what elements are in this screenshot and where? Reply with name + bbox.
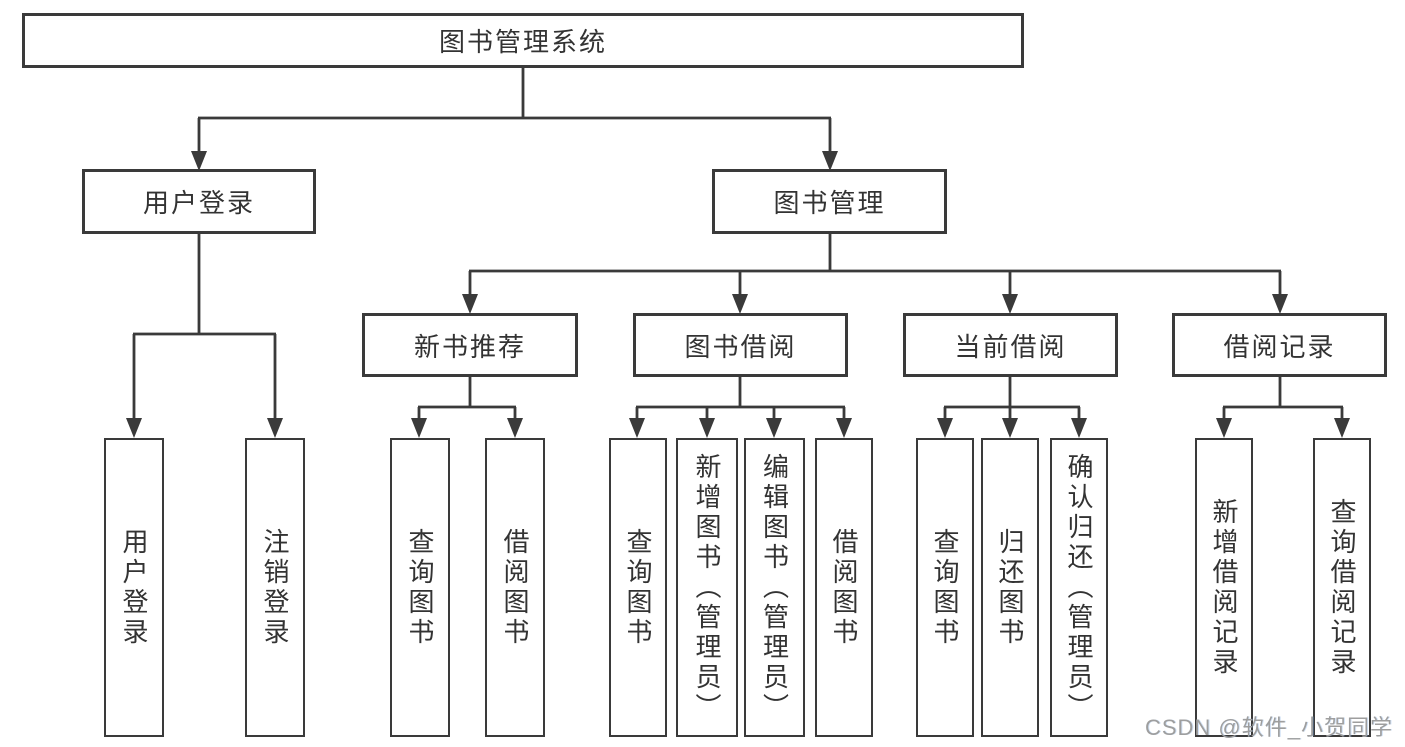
leaf-label: 确认归还（管理员）: [1064, 452, 1094, 723]
connector-current-borrow-to-leaves: [937, 377, 1087, 438]
leaf-edit-books-admin: 编辑图书（管理员）: [744, 438, 805, 737]
connector-user-login-to-leaves: [126, 234, 283, 438]
leaf-label: 借阅图书: [500, 527, 530, 648]
leaf-confirm-return-admin: 确认归还（管理员）: [1050, 438, 1108, 737]
node-label: 用户登录: [142, 188, 255, 218]
connector-book-borrow-to-leaves: [629, 377, 852, 438]
node-label: 图书借阅: [684, 331, 797, 362]
leaf-query-books-current: 查询图书: [916, 438, 974, 737]
leaf-label: 借阅图书: [829, 527, 859, 648]
leaf-label: 查询借阅记录: [1327, 497, 1357, 678]
leaf-add-books-admin: 新增图书（管理员）: [676, 438, 738, 737]
leaf-query-books-borrow: 查询图书: [609, 438, 667, 737]
node-label: 新书推荐: [413, 331, 526, 362]
node-user-login: 用户登录: [82, 169, 316, 234]
leaf-label: 归还图书: [995, 527, 1025, 648]
node-book-borrow: 图书借阅: [633, 313, 848, 377]
leaf-borrow-books-recommend: 借阅图书: [485, 438, 545, 737]
node-book-management: 图书管理: [712, 169, 947, 234]
node-label: 当前借阅: [954, 331, 1067, 362]
node-label: 图书管理: [773, 188, 886, 218]
connector-new-book-to-leaves: [411, 377, 523, 438]
leaf-label: 查询图书: [405, 527, 435, 648]
leaf-borrow-books: 借阅图书: [815, 438, 873, 737]
leaf-label: 新增图书（管理员）: [692, 452, 722, 723]
leaf-label: 新增借阅记录: [1209, 497, 1239, 678]
leaf-logout: 注销登录: [245, 438, 305, 737]
leaf-return-books: 归还图书: [981, 438, 1039, 737]
connector-book-mgmt-to-level3: [462, 234, 1288, 314]
node-library-management-system: 图书管理系统: [22, 13, 1024, 68]
node-label: 借阅记录: [1223, 331, 1336, 362]
node-new-book-recommend: 新书推荐: [362, 313, 578, 377]
leaf-add-borrow-record: 新增借阅记录: [1195, 438, 1253, 737]
node-borrow-records: 借阅记录: [1172, 313, 1387, 377]
leaf-user-login: 用户登录: [104, 438, 164, 737]
leaf-label: 查询图书: [930, 527, 960, 648]
connector-borrow-records-to-leaves: [1216, 377, 1350, 438]
leaf-query-books-recommend: 查询图书: [390, 438, 450, 737]
leaf-label: 编辑图书（管理员）: [759, 452, 790, 723]
node-current-borrow: 当前借阅: [903, 313, 1118, 377]
connector-root-to-level2: [191, 68, 838, 171]
leaf-query-borrow-record: 查询借阅记录: [1313, 438, 1371, 737]
leaf-label: 查询图书: [623, 527, 653, 648]
leaf-label: 用户登录: [119, 527, 149, 648]
leaf-label: 注销登录: [260, 527, 290, 648]
node-label: 图书管理系统: [438, 27, 607, 57]
